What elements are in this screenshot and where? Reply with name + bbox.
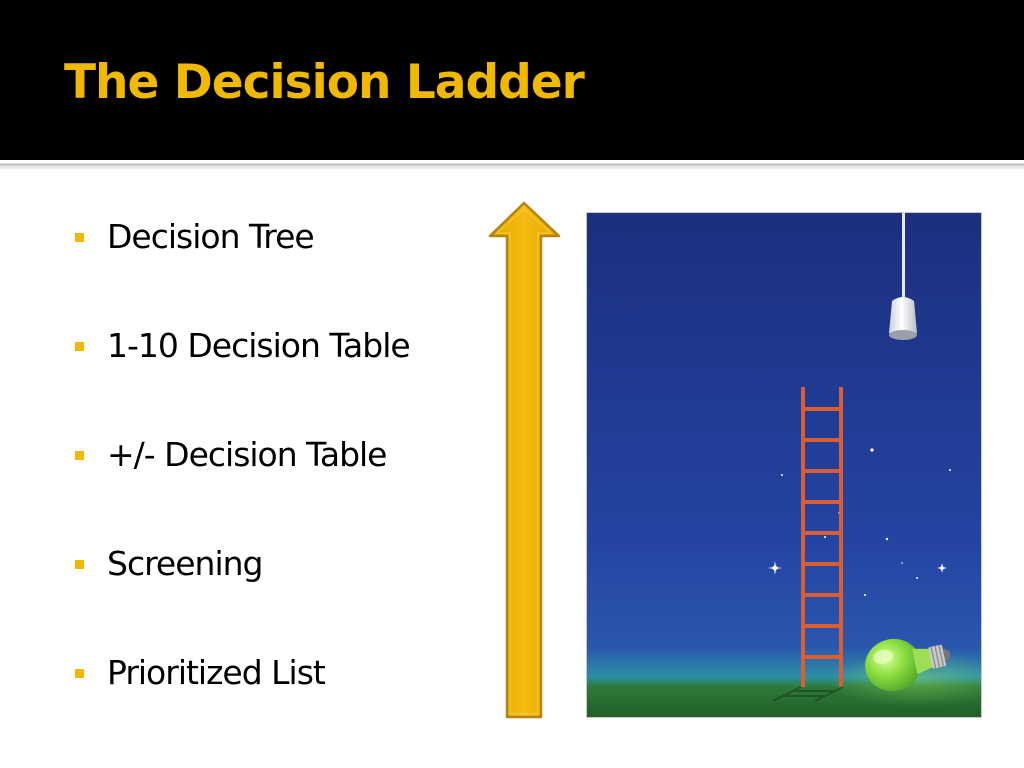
square-bullet-icon [75,342,84,351]
bullet-text: Screening [107,544,263,583]
square-bullet-icon [75,669,84,678]
slide-title: The Decision Ladder [64,55,585,110]
title-bar: The Decision Ladder [0,0,1024,160]
title-divider [0,160,1024,172]
square-bullet-icon [75,560,84,569]
bullet-text: Prioritized List [107,653,326,692]
square-bullet-icon [75,451,84,460]
bullet-text: Decision Tree [107,217,315,256]
bullet-text: +/- Decision Table [107,435,387,474]
bullet-text: 1-10 Decision Table [107,326,411,365]
up-arrow-icon [488,201,561,719]
square-bullet-icon [75,233,84,242]
slide-content: Decision Tree 1-10 Decision Table +/- De… [0,172,1024,768]
ladder-lightbulb-illustration [586,212,982,718]
